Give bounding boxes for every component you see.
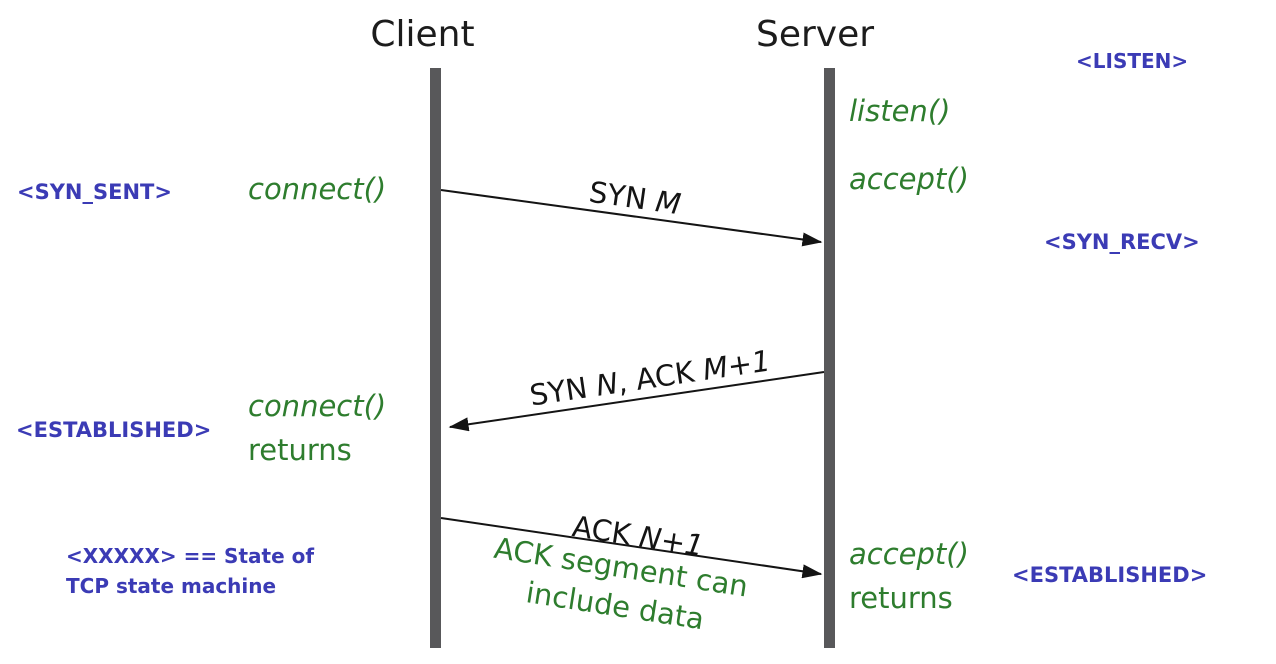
- call-connect-returns-word: returns: [248, 432, 352, 467]
- legend-line1: <XXXXX> == State of: [66, 544, 315, 568]
- call-accept-returns: accept() returns: [849, 533, 969, 620]
- state-established-server: <ESTABLISHED>: [1012, 563, 1208, 587]
- state-established-client: <ESTABLISHED>: [16, 418, 212, 442]
- syn-seq-var: M: [653, 184, 683, 222]
- call-accept-returns-word: returns: [849, 580, 953, 615]
- syn-text: SYN: [587, 174, 659, 218]
- synack-text-2: , ACK: [615, 353, 706, 400]
- call-connect-returns-fn: connect(): [248, 389, 387, 423]
- state-syn-sent: <SYN_SENT>: [17, 180, 172, 204]
- client-lane-title: Client: [370, 14, 475, 55]
- client-lifeline: [430, 68, 441, 648]
- server-lane-title: Server: [755, 14, 875, 55]
- message-label-syn-ack: SYN N, ACK M+1: [494, 339, 806, 418]
- message-label-syn: SYN M: [534, 167, 737, 229]
- synack-text-1: SYN: [527, 369, 599, 413]
- call-listen: listen(): [849, 94, 951, 128]
- call-accept: accept(): [849, 162, 969, 196]
- call-accept-returns-fn: accept(): [849, 537, 969, 571]
- call-connect-returns: connect() returns: [248, 385, 386, 472]
- synack-ack-var: M+1: [700, 343, 773, 387]
- call-connect: connect(): [248, 172, 387, 206]
- legend-line2: TCP state machine: [66, 574, 277, 598]
- state-listen: <LISTEN>: [1076, 49, 1189, 73]
- server-lifeline: [824, 68, 835, 648]
- state-syn-recv: <SYN_RECV>: [1044, 230, 1200, 254]
- legend-note: <XXXXX> == State of TCP state machine: [66, 541, 314, 601]
